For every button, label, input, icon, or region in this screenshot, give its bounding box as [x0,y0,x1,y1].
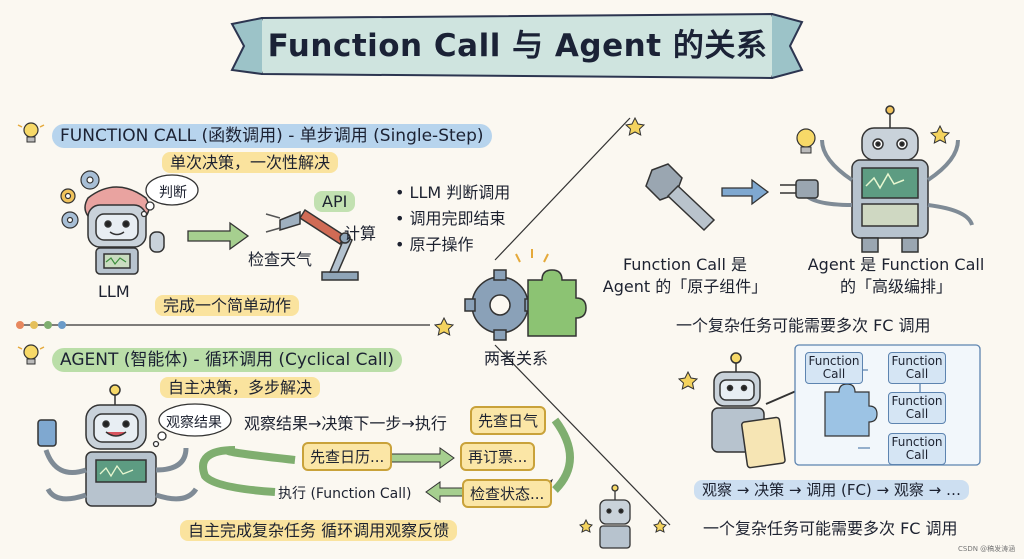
loop-arrow [199,446,296,496]
plug-icon [780,179,819,199]
agent-robot-illustration [802,105,974,253]
step-box: 检查状态... [462,479,553,508]
function-call-header: FUNCTION CALL (函数调用) - 单步调用 (Single-Step… [52,121,492,148]
agent-header: AGENT (智能体) - 循环调用 (Cyclical Call) [52,345,402,372]
agent-flow-text: 观察结果→决策下一步→执行 [244,414,447,433]
api-label: API [314,191,356,212]
agent-subtitle: 自主决策，多步解决 [160,374,321,398]
agent-think-bubble-label: 观察结果 [166,415,222,431]
gear-icon [464,269,536,341]
divider-dot [44,321,52,329]
relation-center-label: 两者关系 [484,349,549,368]
weather-label: 检查天气 [248,250,313,269]
agent-description: Agent 是 Function Call 的「高级编排」 [807,255,985,296]
relation-note-bottom: 一个复杂任务可能需要多次 FC 调用 [703,519,958,538]
calc-label: 计算 [344,224,377,243]
puzzle-icon [824,383,878,437]
puzzle-icon [527,269,587,337]
arrow-icon [187,221,250,251]
step-box: 先查日气 [470,406,547,435]
small-robot-icon [599,484,631,549]
loop-text: 观察 → 决策 → 调用 (FC) → 观察 → … [694,479,969,500]
spark-icon [515,249,549,263]
function-call-subtitle: 单次决策，一次性解决 [162,149,339,173]
fc-description: Function Call 是 Agent 的「原子组件」 [602,255,768,296]
star-icon [579,518,593,533]
thought-bubble [152,403,232,448]
bulb-icon [796,128,816,154]
thought-bubble [140,174,199,218]
bulb-icon [17,122,45,143]
agent-robot-icon [37,384,199,507]
robot-arm-icon [265,208,359,281]
bulb-icon [17,344,45,365]
star-icon [433,316,455,336]
bullet-item: • LLM 判断调用 [395,183,511,202]
loop-arrow [551,417,574,493]
fc-box: Function Call [888,352,946,384]
connector-line [494,344,671,526]
step-box: 先查日历... [302,442,393,471]
execute-label: 执行 (Function Call) [278,486,412,502]
llm-robot-illustration [84,186,165,275]
star-icon [929,124,951,144]
function-call-footer: 完成一个简单动作 [155,292,300,316]
function-call-bullets: • LLM 判断调用 • 调用完即结束 • 原子操作 [395,180,510,258]
star-icon [624,116,646,136]
relation-note-top: 一个复杂任务可能需要多次 FC 调用 [676,316,931,335]
watermark: CSDN @稿发涛涵 [958,545,1016,553]
fc-box: Function Call [805,352,863,384]
fc-box: Function Call [888,433,946,465]
star-icon [677,370,699,390]
step-box: 再订票... [460,442,536,471]
arrow-icon [721,178,770,206]
divider-dot [58,321,66,329]
bullet-item: • 调用完即结束 [395,209,506,228]
star-icon [653,518,667,533]
divider-dot [30,321,38,329]
agent-footer: 自主完成复杂任务 循环调用观察反馈 [180,517,458,541]
title-banner [230,12,804,80]
think-bubble-label: 判断 [159,185,187,201]
bolt-icon [645,163,716,232]
llm-label: LLM [98,282,130,301]
fc-box: Function Call [888,392,946,424]
gear-icon [60,170,100,229]
bullet-item: • 原子操作 [395,235,474,254]
connector-line [494,117,631,261]
page-title: Function Call 与 Agent 的关系 [267,28,768,64]
divider-dot [16,321,24,329]
